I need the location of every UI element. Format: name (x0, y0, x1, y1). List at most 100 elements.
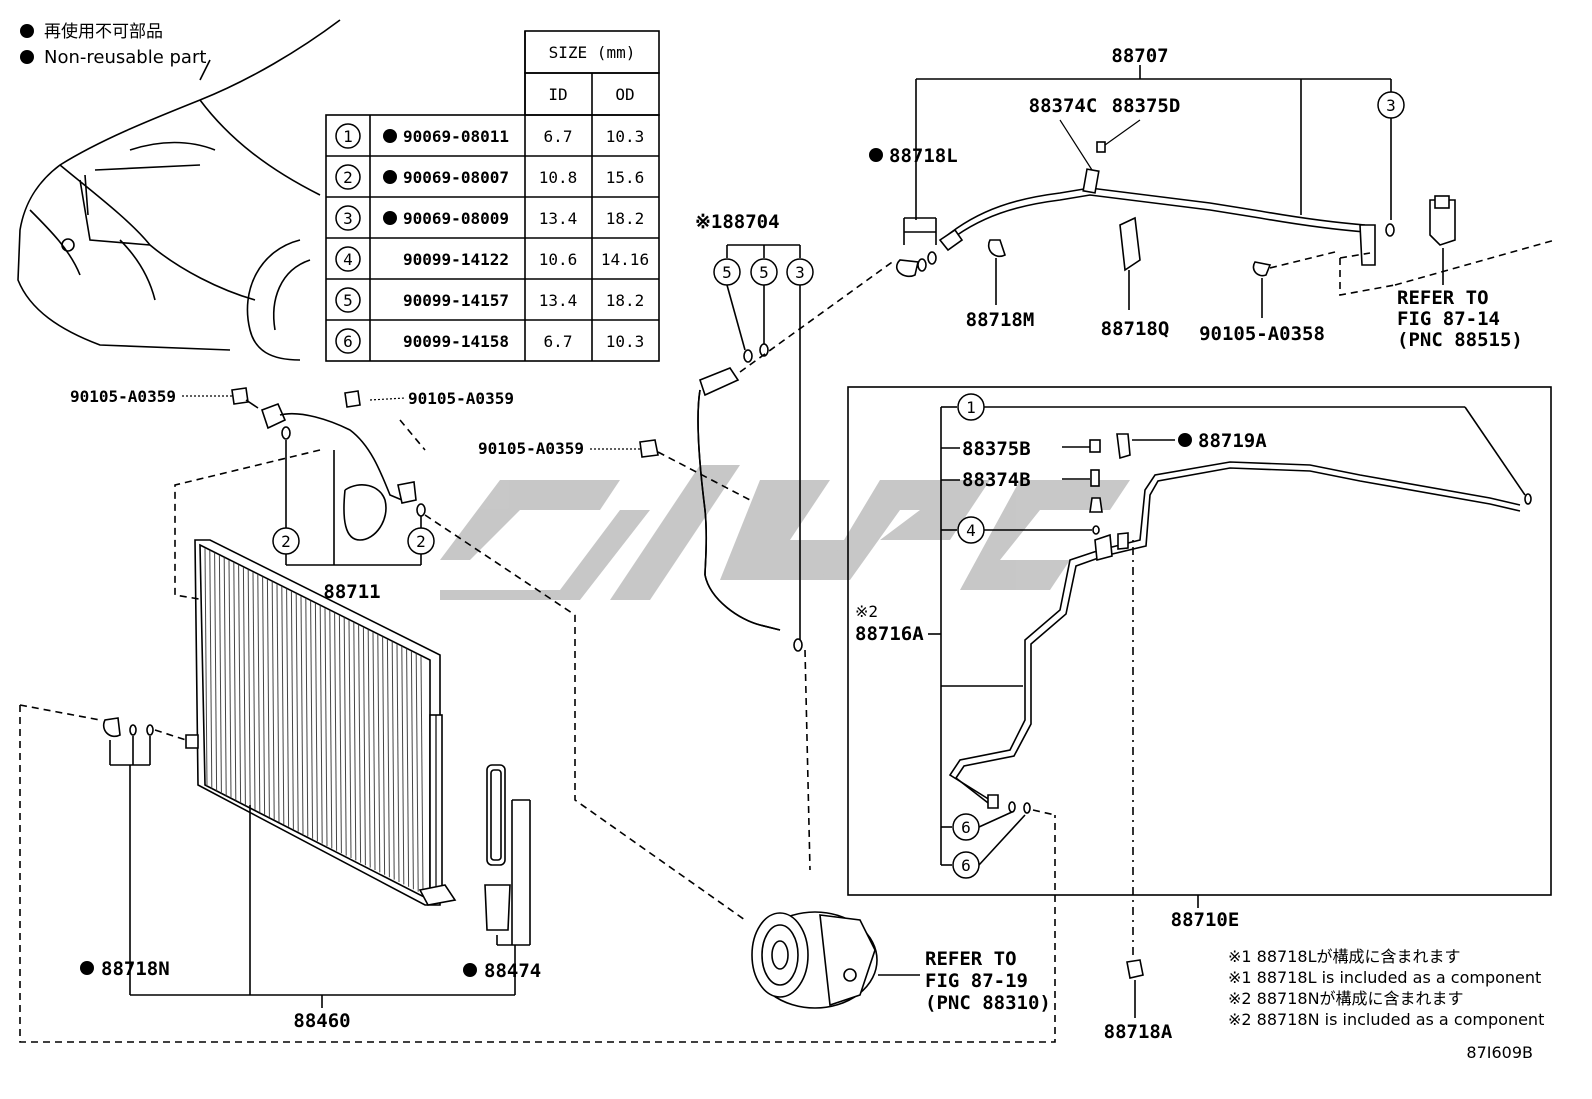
row-part-number: 90099-14122 (403, 250, 509, 269)
label-88460: 88460 (293, 1010, 350, 1032)
label-bolt-right: 90105-A0359 (408, 389, 514, 408)
label-88716A: 88716A (855, 623, 924, 645)
note-2-en: ※2 88718N is included as a component (1228, 1010, 1544, 1029)
row-number: 2 (343, 168, 353, 187)
row-id: 6.7 (544, 127, 573, 146)
svg-text:1: 1 (966, 398, 976, 417)
watermark-logo (440, 465, 1130, 600)
row-od: 10.3 (606, 127, 645, 146)
row-number: 4 (343, 250, 353, 269)
table-row: 2 90069-08007 10.8 15.6 (335, 164, 645, 190)
table-col-id: ID (548, 85, 567, 104)
row-id: 10.8 (539, 168, 578, 187)
legend-jp: 再使用不可部品 (44, 21, 163, 42)
label-88707: 88707 (1111, 45, 1168, 67)
label-88375B: 88375B (962, 438, 1031, 460)
label-88710E: 88710E (1171, 909, 1240, 931)
svg-text:2: 2 (281, 532, 291, 551)
row-number-circle (335, 287, 361, 313)
nonreusable-dot-icon (463, 963, 477, 977)
nonreusable-dot-icon (20, 50, 34, 64)
row-number-circle (335, 328, 361, 354)
refer2-line3: (PNC 88310) (925, 992, 1051, 1014)
label-88718M: 88718M (966, 309, 1035, 331)
condenser-fins (204, 547, 424, 895)
label-88374B: 88374B (962, 469, 1031, 491)
svg-text:5: 5 (722, 263, 732, 282)
refer2-line1: REFER TO (925, 948, 1017, 970)
condenser-88460: 88474 88718N 88460 (19, 539, 1056, 1043)
row-id: 10.6 (539, 250, 578, 269)
group-88710E: 1 88375B 88719A 88374B 4 ※2 88716A 6 (847, 386, 1552, 1043)
group-88707: 3 88707 88374C 88375D 88718L 88718M (869, 45, 1556, 351)
label-88718Q: 88718Q (1101, 318, 1170, 340)
row-part-number: 90069-08009 (403, 209, 509, 228)
label-88719A: 88719A (1198, 430, 1267, 452)
row-od: 10.3 (606, 332, 645, 351)
label-90105-A0358: 90105-A0358 (1199, 323, 1325, 345)
table-row: 1 90069-08011 6.7 10.3 (335, 123, 645, 149)
row-number-circle (335, 246, 361, 272)
row-od: 18.2 (606, 209, 645, 228)
label-bolt-center: 90105-A0359 (478, 439, 584, 458)
table-rows: 1 90069-08011 6.7 10.3 2 90069-08007 10.8 15.6 3… (335, 123, 649, 354)
row-number: 1 (343, 127, 353, 146)
nonreusable-dot-icon (80, 961, 94, 975)
nonreusable-dot-icon (383, 211, 397, 225)
row-id: 13.4 (539, 291, 578, 310)
footnotes: ※1 88718Lが構成に含まれます ※1 88718L is included… (1228, 947, 1544, 1062)
label-88718A: 88718A (1104, 1021, 1173, 1043)
refer1-line1: REFER TO (1397, 287, 1489, 309)
nonreusable-dot-icon (20, 24, 34, 38)
group-88704: ※188704 5 5 3 (695, 211, 896, 871)
svg-text:6: 6 (961, 818, 971, 837)
callout-num: 3 (1386, 96, 1396, 115)
nonreusable-dot-icon (1178, 433, 1192, 447)
oring-3-callout (1377, 91, 1405, 119)
row-part-number: 90069-08007 (403, 168, 509, 187)
diagram-code: 87I609B (1466, 1043, 1533, 1062)
label-88375D: 88375D (1112, 95, 1181, 117)
row-part-number: 90099-14158 (403, 332, 509, 351)
refer1-line3: (PNC 88515) (1397, 329, 1523, 351)
legend-en: Non-reusable part (44, 47, 206, 68)
table-row: 4 90099-14122 10.6 14.16 (335, 246, 649, 272)
row-number: 3 (343, 209, 353, 228)
table-col-od: OD (615, 85, 634, 104)
row-number-circle (335, 164, 361, 190)
row-number-circle (335, 123, 361, 149)
row-number: 5 (343, 291, 353, 310)
note-2-jp: ※2 88718Nが構成に含まれます (1228, 989, 1464, 1008)
nonreusable-dot-icon (869, 148, 883, 162)
label-88374C: 88374C (1029, 95, 1098, 117)
note-1-jp: ※1 88718Lが構成に含まれます (1228, 947, 1461, 966)
svg-text:6: 6 (961, 856, 971, 875)
label-88718L: 88718L (889, 145, 958, 167)
row-od: 15.6 (606, 168, 645, 187)
row-part-number: 90099-14157 (403, 291, 509, 310)
car-front-sketch (17, 19, 341, 361)
svg-text:5: 5 (759, 263, 769, 282)
row-number: 6 (343, 332, 353, 351)
row-number-circle (335, 205, 361, 231)
compressor: REFER TO FIG 87-19 (PNC 88310) (751, 911, 1051, 1014)
group-88711: 90105-A0359 90105-A0359 90105-A0359 2 2 … (70, 387, 751, 921)
label-88716A-mark: ※2 (855, 602, 878, 621)
nonreusable-dot-icon (383, 129, 397, 143)
row-part-number: 90069-08011 (403, 127, 509, 146)
label-88704: ※188704 (695, 211, 780, 233)
legend: 再使用不可部品 Non-reusable part (20, 21, 206, 68)
refer2-line2: FIG 87-19 (925, 970, 1028, 992)
label-88718N: 88718N (101, 958, 170, 980)
note-1-en: ※1 88718L is included as a component (1228, 968, 1541, 987)
nonreusable-dot-icon (383, 170, 397, 184)
row-od: 14.16 (601, 250, 649, 269)
label-88711: 88711 (323, 581, 380, 603)
refer1-line2: FIG 87-14 (1397, 308, 1500, 330)
svg-text:2: 2 (416, 532, 426, 551)
